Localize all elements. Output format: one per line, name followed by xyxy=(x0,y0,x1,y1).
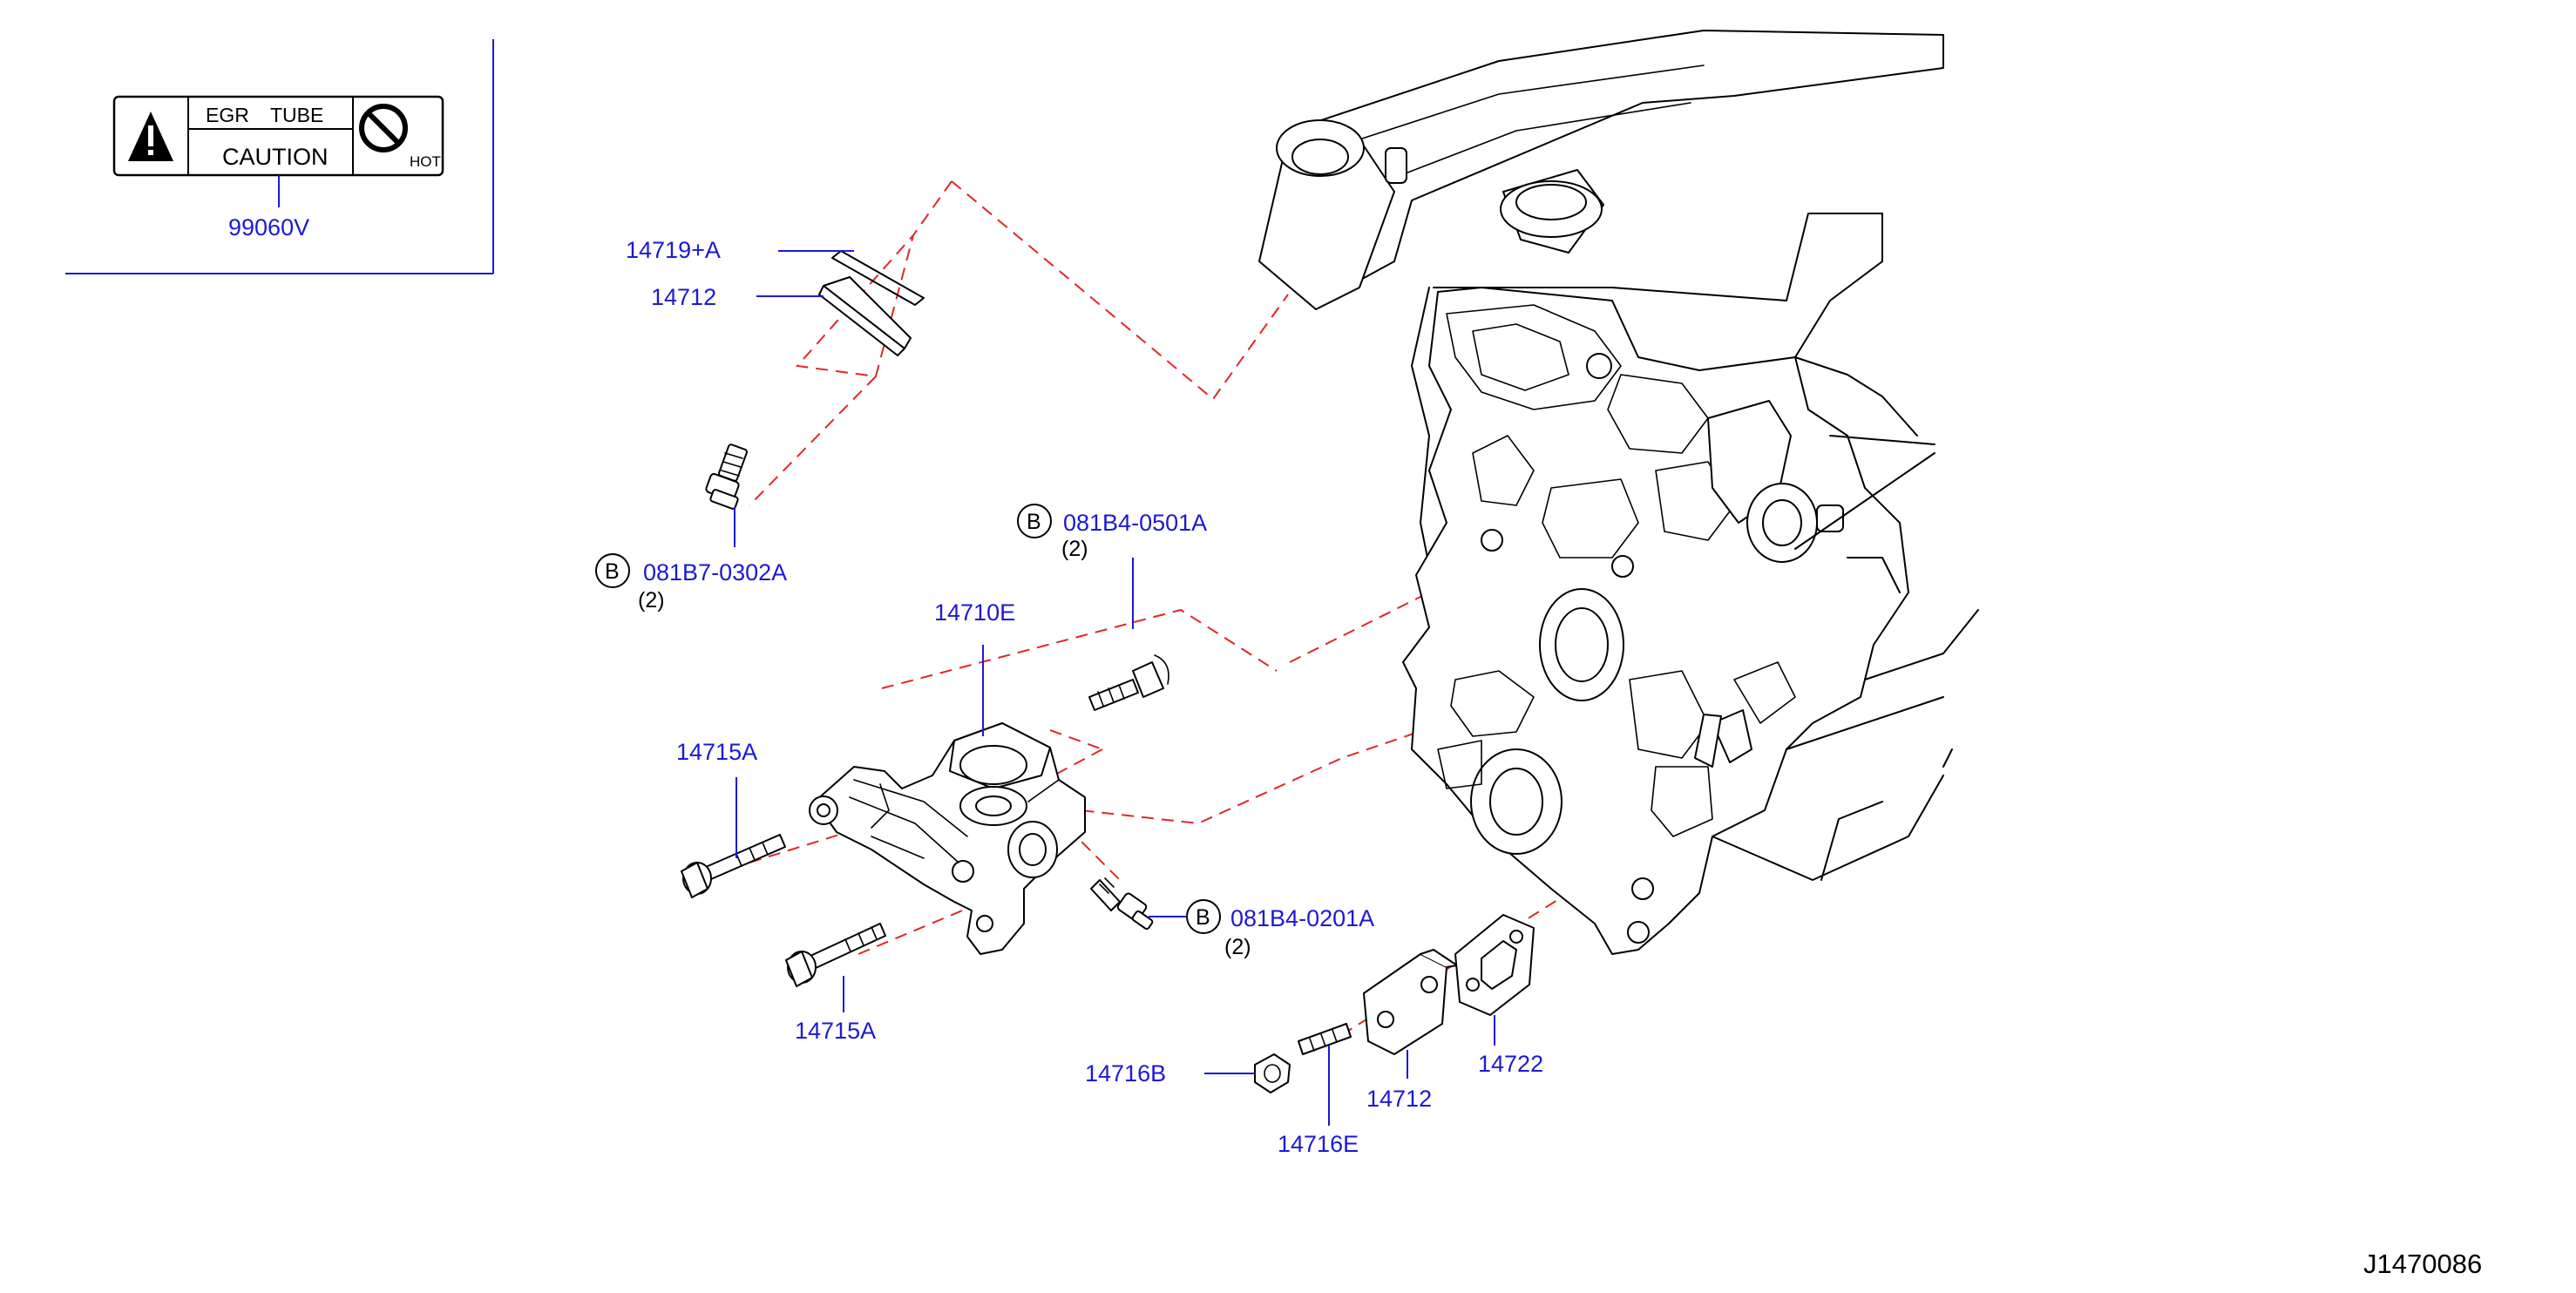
callout-14712-bottom[interactable]: 14712 xyxy=(1366,1086,1432,1112)
bolt-symbol-b: B xyxy=(605,559,620,584)
engine-block xyxy=(1258,30,1979,955)
label-egr: EGR xyxy=(206,104,249,126)
bolt-symbol-icon xyxy=(595,553,630,588)
part-bolt-14715a-bottom[interactable] xyxy=(785,923,886,987)
bolt-symbol-b: B xyxy=(1027,510,1041,534)
part-14710e-bracket[interactable] xyxy=(809,722,1086,955)
callout-081b4-0501a-group[interactable]: B 081B4-0501A (2) xyxy=(1017,504,1207,561)
bolt-symbol-icon xyxy=(1186,899,1221,934)
label-tube: TUBE xyxy=(270,104,323,126)
leader-lines xyxy=(734,250,1495,1126)
bolt-symbol-b: B xyxy=(1196,905,1210,930)
part-bolt-081b4-0201a[interactable] xyxy=(1090,877,1154,931)
part-bolt-081b4-0501a[interactable] xyxy=(1088,654,1169,711)
callout-081b4-0201a[interactable]: 081B4-0201A xyxy=(1230,905,1374,931)
diagram-id: J1470086 xyxy=(2363,1249,2482,1279)
callout-14719a[interactable]: 14719+A xyxy=(626,237,721,263)
warning-triangle-icon xyxy=(128,112,173,161)
callout-081b4-0501a-qty: (2) xyxy=(1061,537,1088,561)
bolt-symbol-icon xyxy=(1017,504,1052,538)
callout-14710e[interactable]: 14710E xyxy=(934,599,1015,626)
callout-081b4-0201a-group[interactable]: B 081B4-0201A (2) xyxy=(1186,899,1374,959)
caution-label-inset: EGR TUBE CAUTION HOT 99060V xyxy=(65,39,494,274)
callout-081b4-0501a[interactable]: 081B4-0501A xyxy=(1063,510,1207,536)
callout-081b4-0201a-qty: (2) xyxy=(1224,935,1251,959)
part-14712-plate-top[interactable] xyxy=(818,276,912,356)
callout-14715a-top[interactable]: 14715A xyxy=(676,739,757,765)
label-caution: CAUTION xyxy=(222,144,329,170)
part-14719a-gasket[interactable] xyxy=(831,250,925,306)
part-bolt-081b7[interactable] xyxy=(705,443,748,510)
part-nut-14716b[interactable] xyxy=(1254,1053,1291,1093)
callout-14722[interactable]: 14722 xyxy=(1478,1051,1543,1077)
label-hot: HOT xyxy=(410,153,441,170)
part-14722-gasket[interactable] xyxy=(1454,914,1535,1016)
part-bolt-14715a-top[interactable] xyxy=(681,834,786,898)
callout-081b7-0302a[interactable]: 081B7-0302A xyxy=(643,559,787,586)
callout-99060v[interactable]: 99060V xyxy=(228,214,309,240)
callout-14716e[interactable]: 14716E xyxy=(1278,1131,1359,1157)
callout-081b7-0302a-group[interactable]: B 081B7-0302A (2) xyxy=(595,553,787,613)
part-stud-14716e[interactable] xyxy=(1298,1023,1352,1055)
caution-label: EGR TUBE CAUTION HOT xyxy=(112,95,444,177)
callout-14712-top[interactable]: 14712 xyxy=(651,284,716,310)
callout-081b7-qty: (2) xyxy=(638,588,665,613)
prohibited-icon xyxy=(359,104,408,152)
callout-14715a-bottom[interactable]: 14715A xyxy=(795,1018,876,1044)
part-14712-plate-bottom[interactable] xyxy=(1363,949,1458,1055)
callout-14716b[interactable]: 14716B xyxy=(1085,1060,1166,1087)
